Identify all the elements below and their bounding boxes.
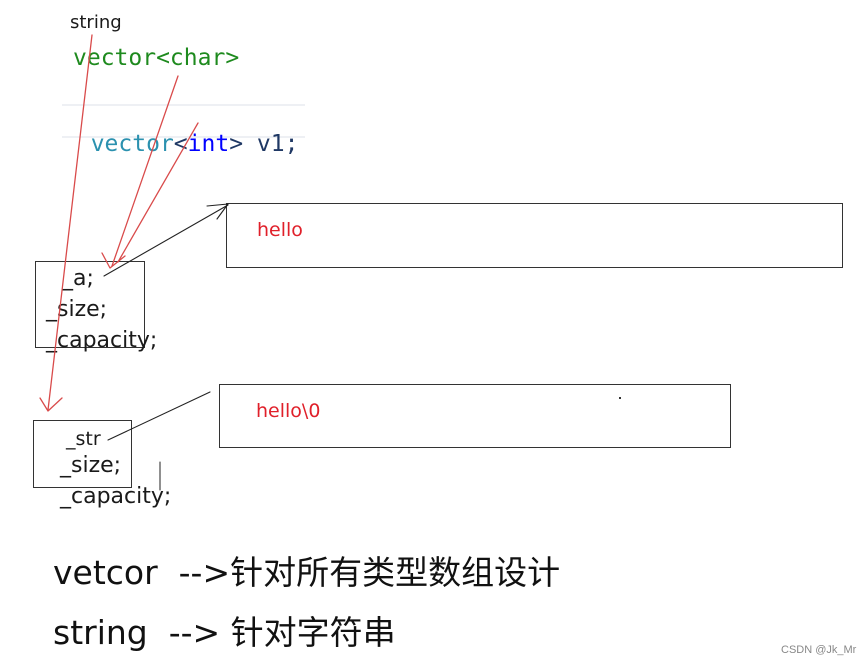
hello-memory-box [226, 203, 843, 268]
declaration-rest: > v1; [229, 131, 299, 157]
vector-keyword: vector [90, 131, 174, 157]
watermark: CSDN @Jk_Mr [781, 644, 857, 656]
member-size: _size; [46, 297, 108, 322]
hello-null-memory-box [219, 384, 731, 448]
member-capacity: _capacity; [46, 328, 158, 353]
member-capacity-2: _capacity; [60, 484, 172, 509]
vector-note: vetcor -->针对所有类型数组设计 [53, 553, 561, 592]
member-str: _str [66, 428, 101, 450]
hello-null-text: hello\0 [256, 400, 321, 422]
red-arrowhead-string [39, 397, 63, 412]
string-label: string [70, 12, 122, 33]
angle-open: < [173, 131, 188, 157]
int-keyword: int [187, 131, 230, 157]
hello-text: hello [257, 219, 303, 241]
member-size-2: _size; [60, 453, 122, 478]
member-a: _a; [62, 266, 94, 291]
black-arrowhead-a [206, 203, 229, 220]
vector-char-code: vector<char> [73, 45, 240, 71]
vector-int-declaration: vector<int> v1; [63, 105, 299, 157]
stray-dot [619, 397, 621, 399]
red-arrow-string [47, 34, 93, 411]
string-note: string --> 针对字符串 [53, 613, 396, 652]
string-members-box [33, 420, 132, 488]
